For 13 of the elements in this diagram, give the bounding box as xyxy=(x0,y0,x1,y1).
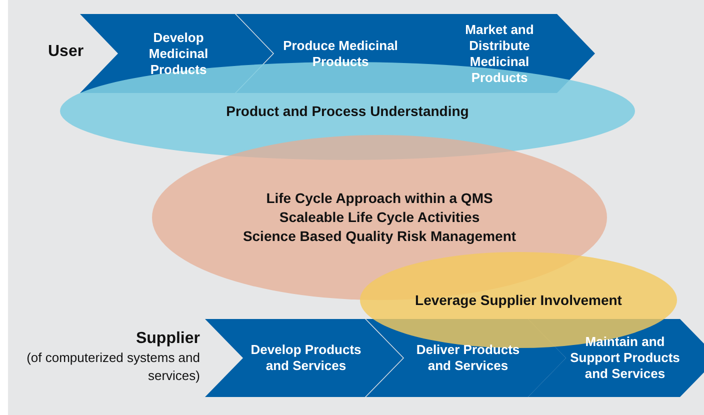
ellipse-label: Product and Process Understanding xyxy=(226,102,469,120)
row-note: (of computerized systems and services) xyxy=(26,349,200,385)
step-label: Develop Medicinal Products xyxy=(148,30,210,78)
step-label: Produce Medicinal Products xyxy=(282,38,399,70)
ellipse-label: Scaleable Life Cycle Activities xyxy=(279,209,480,226)
step-label: Develop Products and Services xyxy=(250,342,362,374)
ellipse-label: Life Cycle Approach within a QMS xyxy=(266,190,493,207)
row-label: Supplier xyxy=(136,330,200,348)
row-label: User xyxy=(48,43,84,61)
ellipse-label: Leverage Supplier Involvement xyxy=(415,292,622,308)
ellipse-label: Science Based Quality Risk Management xyxy=(242,228,516,245)
step-label: Maintain and Support Products and Services xyxy=(570,334,680,382)
step-label: Market and Distribute Medicinal Products xyxy=(464,22,535,86)
